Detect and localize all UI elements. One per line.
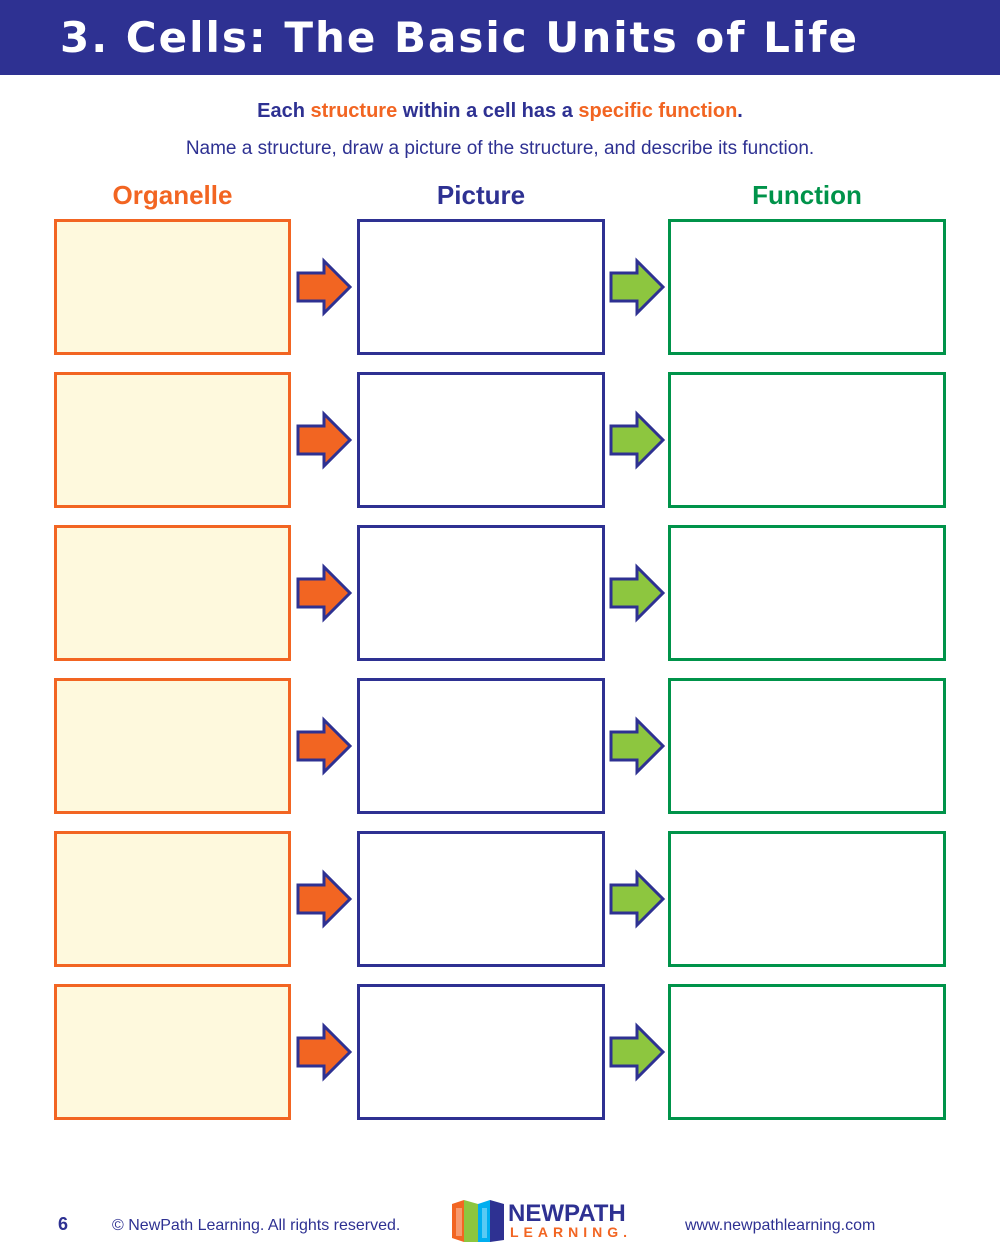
arrow-right-icon	[609, 410, 666, 470]
newpath-logo: NEWPATH LEARNING.	[450, 1198, 650, 1244]
organelle-box[interactable]	[54, 984, 291, 1120]
title-bar: 3. Cells: The Basic Units of Life	[0, 0, 1000, 75]
copyright: © NewPath Learning. All rights reserved.	[112, 1217, 401, 1234]
intro-text: Each	[257, 100, 311, 122]
function-box[interactable]	[668, 678, 946, 814]
arrow-right-icon	[609, 869, 666, 929]
column-header-function: Function	[752, 180, 862, 210]
function-box[interactable]	[668, 984, 946, 1120]
instructions: Name a structure, draw a picture of the …	[185, 138, 815, 159]
picture-box[interactable]	[357, 219, 605, 355]
book-icon	[452, 1200, 504, 1242]
intro-statement: Each structure within a cell has a speci…	[0, 100, 1000, 123]
page-number: 6	[58, 1214, 69, 1234]
intro-keyword-structure: structure	[310, 100, 398, 122]
picture-box[interactable]	[357, 984, 605, 1120]
column-header-organelle: Organelle	[112, 180, 233, 210]
intro-text: .	[737, 100, 743, 122]
function-box[interactable]	[668, 831, 946, 967]
picture-box[interactable]	[357, 525, 605, 661]
website-url: www.newpathlearning.com	[685, 1217, 876, 1234]
organelle-box[interactable]	[54, 372, 291, 508]
picture-box[interactable]	[357, 372, 605, 508]
arrow-right-icon	[296, 410, 353, 470]
arrow-right-icon	[609, 716, 666, 776]
arrow-right-icon	[609, 257, 666, 317]
picture-box[interactable]	[357, 831, 605, 967]
function-box[interactable]	[668, 525, 946, 661]
intro-keyword-function: specific function	[578, 100, 738, 122]
picture-box[interactable]	[357, 678, 605, 814]
arrow-right-icon	[609, 563, 666, 623]
arrow-right-icon	[296, 869, 353, 929]
arrow-right-icon	[296, 257, 353, 317]
organelle-box[interactable]	[54, 831, 291, 967]
arrow-right-icon	[609, 1022, 666, 1082]
intro-text: within a cell has a	[397, 100, 579, 122]
function-box[interactable]	[668, 372, 946, 508]
function-box[interactable]	[668, 219, 946, 355]
arrow-right-icon	[296, 1022, 353, 1082]
organelle-box[interactable]	[54, 219, 291, 355]
logo-wordmark-bottom: LEARNING.	[510, 1224, 632, 1240]
column-header-picture: Picture	[436, 180, 526, 210]
organelle-box[interactable]	[54, 678, 291, 814]
logo-wordmark-top: NEWPATH	[508, 1200, 626, 1227]
organelle-box[interactable]	[54, 525, 291, 661]
page-title: 3. Cells: The Basic Units of Life	[60, 13, 860, 62]
arrow-right-icon	[296, 563, 353, 623]
arrow-right-icon	[296, 716, 353, 776]
